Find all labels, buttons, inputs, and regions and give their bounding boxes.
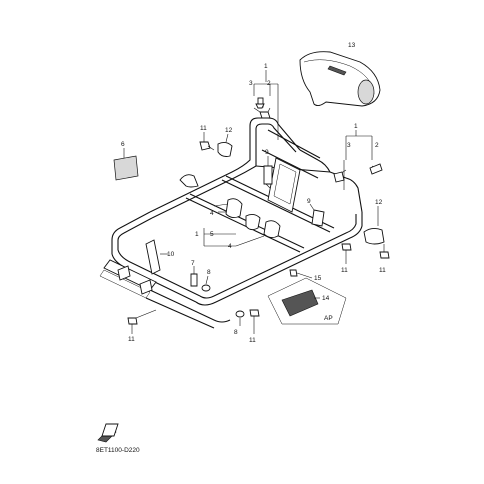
ap-inset — [267, 269, 347, 325]
callout-10: 10 — [167, 251, 175, 258]
callout-8-lower: 8 — [234, 329, 238, 336]
front-brackets — [117, 265, 153, 295]
nut-and-clamp-top-left — [199, 132, 233, 157]
callout-8-upper: 8 — [207, 269, 211, 276]
diagram-code: 8ET1100-D220 — [96, 447, 140, 454]
callout-11-right-a: 11 — [341, 267, 348, 274]
front-arrow-icon — [97, 423, 119, 443]
callout-1-right: 1 — [354, 123, 358, 130]
clamp-group-4-5 — [203, 198, 281, 247]
nut-part-11-bottom-left — [127, 309, 157, 334]
fastener-group-right — [333, 130, 383, 190]
callout-ap: AP — [324, 315, 333, 322]
label-part-6 — [113, 148, 139, 181]
callout-2-right: 2 — [375, 142, 379, 149]
bracket-part-10 — [145, 239, 168, 275]
callout-11-bottom-left: 11 — [128, 336, 135, 343]
callout-11-top-left: 11 — [200, 125, 207, 132]
callout-7: 7 — [191, 260, 195, 267]
callout-11-bottom-center: 11 — [249, 337, 256, 344]
callout-1-top: 1 — [264, 63, 268, 70]
callout-3-right: 3 — [347, 142, 351, 149]
callout-5: 5 — [210, 231, 214, 238]
bolt-part-9-lower — [309, 203, 325, 227]
callout-13: 13 — [348, 42, 356, 49]
callout-6: 6 — [121, 141, 125, 148]
callout-2-top: 2 — [267, 80, 271, 87]
callout-4-upper: 4 — [210, 210, 214, 217]
callout-15: 15 — [314, 275, 322, 282]
callout-4-lower: 4 — [228, 243, 232, 250]
callout-9-lower: 9 — [307, 198, 311, 205]
callout-3-top: 3 — [249, 80, 253, 87]
callout-12-top-left: 12 — [225, 127, 233, 134]
clamp-part-12-right — [363, 206, 390, 259]
callout-11-right-b: 11 — [379, 267, 386, 274]
callout-labels: 1 3 2 13 1 3 2 11 12 6 9 4 5 1 4 9 10 7 … — [121, 42, 386, 344]
fastener-group-top — [253, 70, 279, 140]
bolt-washer-7-8 — [190, 266, 211, 292]
cover-part-13 — [299, 51, 381, 107]
callout-1-mid: 1 — [195, 231, 199, 238]
callout-9-upper: 9 — [265, 149, 269, 156]
callout-14: 14 — [322, 295, 330, 302]
bolt-part-9-upper — [263, 156, 273, 189]
nuts-part-11-right — [341, 243, 352, 264]
callout-12-right: 12 — [375, 199, 383, 206]
washer-nut-bottom-center — [235, 309, 260, 334]
